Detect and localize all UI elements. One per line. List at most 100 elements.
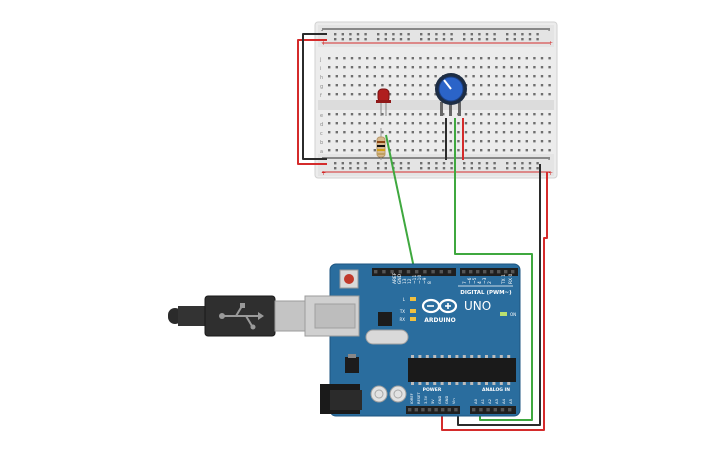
resistor[interactable] [376,128,386,160]
hole [358,140,361,143]
pin-label: ~6 [467,277,473,284]
hole [425,355,429,358]
hole [384,162,387,165]
hole [350,131,354,134]
board-led-rx-label: RX [399,317,405,322]
resistor-band [377,141,385,143]
hole [548,149,551,152]
hole [548,122,551,125]
hole [506,162,509,165]
usb-cable[interactable] [168,295,306,337]
wire-green-pot-a0[interactable] [454,118,533,421]
hole [328,57,331,60]
hole [533,131,536,134]
hole [433,355,437,358]
hole [366,75,369,78]
hole [525,122,528,125]
hole [483,270,487,274]
crystal-oscillator [365,329,409,345]
hole [464,131,468,134]
analog-label: ANALOG IN [482,387,510,393]
rail-plus-label-bottom-right: + [548,170,553,177]
hole [464,149,468,152]
hole [518,122,521,125]
hole [464,75,468,78]
hole [404,131,407,134]
hole [366,93,369,96]
hole [427,162,430,165]
hole [442,140,445,143]
hole [518,57,521,60]
wire-red-5v[interactable] [441,172,548,431]
hole [366,140,369,143]
hole [440,382,444,385]
breadboard[interactable]: - + - + - + - + j i h g f e d c b a [314,21,558,179]
hole [480,57,483,60]
hole [358,57,361,60]
hole [492,382,496,385]
wire-red-rail-bridge[interactable] [297,39,327,165]
hole [472,131,475,134]
hole [525,84,528,87]
rail-plus-label-top-left: + [321,40,326,47]
hole [414,408,418,412]
hole [449,140,452,143]
hole [404,84,407,87]
hole [469,270,473,274]
hole [350,57,354,60]
hole [464,57,468,60]
hole [335,149,338,152]
hole [434,122,437,125]
hole [480,149,483,152]
hole [497,270,501,274]
hole [343,122,346,125]
hole [343,93,346,96]
hole [464,113,468,116]
hole [513,167,516,170]
hole [364,162,367,165]
pot-pin [440,102,443,116]
hole [540,140,544,143]
wire-black-rail-bridge[interactable] [302,33,327,160]
hole [427,408,432,412]
hole [462,382,466,385]
hole [396,66,399,69]
pin-label: A4 [501,398,506,404]
led[interactable] [376,88,391,116]
hole [335,131,338,134]
reset-button-cap [344,274,354,284]
hole [373,66,376,69]
hole [507,355,511,358]
hole [411,57,414,60]
pin-label: A5 [508,398,513,404]
hole [411,122,414,125]
arduino-uno-board[interactable]: AREF GND 13 12 ~11 ~10 ~9 8 7 ~6 ~5 4 ~3… [304,263,521,417]
hole [533,122,536,125]
hole [377,167,380,170]
hole [510,149,513,152]
capacitor [389,385,407,403]
hole [434,408,438,412]
hole [510,140,513,143]
hole [470,33,473,36]
hole [533,140,536,143]
hole [518,140,521,143]
hole [407,167,410,170]
hole [358,122,361,125]
hole [502,75,506,78]
hole [431,270,435,274]
hole [426,84,430,87]
potentiometer[interactable] [435,73,467,116]
wire-green-led[interactable] [385,134,415,269]
power-header [406,406,460,414]
pin-label: ~9 [422,277,428,284]
hole [381,66,384,69]
hole [495,84,498,87]
barrel-jack-inner [330,390,362,410]
board-led-tx [410,309,416,313]
hole [442,113,445,116]
hole [449,66,452,69]
hole [513,38,516,41]
hole [343,140,346,143]
hole [521,33,524,36]
